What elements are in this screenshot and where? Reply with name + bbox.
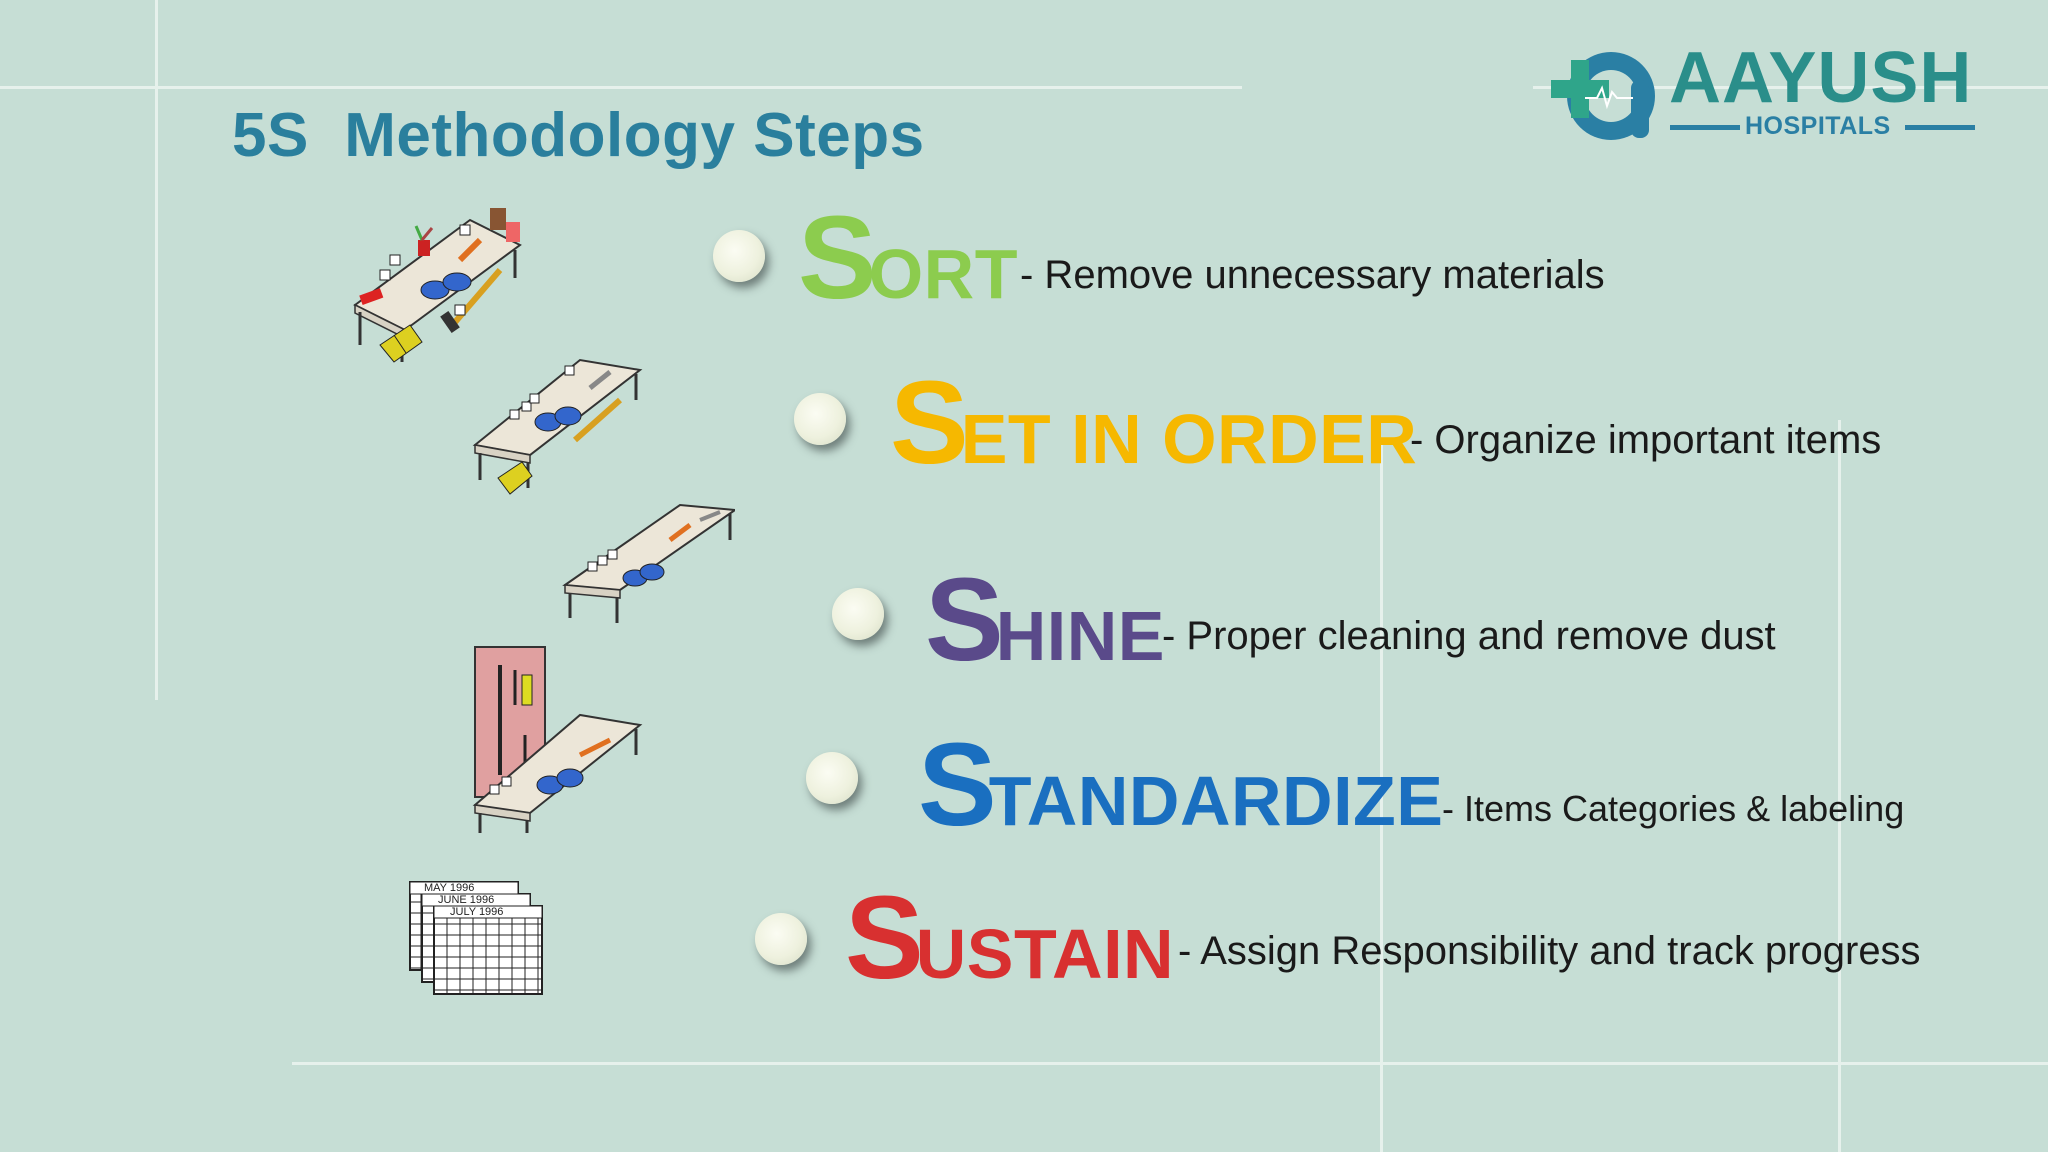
step-bullet xyxy=(832,588,884,640)
calendar-month: JULY 1996 xyxy=(450,906,504,918)
step-initial: S xyxy=(925,554,1004,686)
logo: AAYUSH HOSPITALS xyxy=(1545,40,1985,150)
tidy-workbench-icon xyxy=(472,358,643,495)
step-bullet xyxy=(755,913,807,965)
aayush-logo-icon xyxy=(1551,52,1655,140)
tool-board-workbench-icon xyxy=(472,646,643,833)
step-rest: USTAIN xyxy=(915,915,1175,993)
step-word: SET IN ORDER xyxy=(890,355,1417,491)
step-description: - Remove unnecessary materials xyxy=(1020,253,1605,297)
deco-line xyxy=(1838,420,1841,1152)
logo-sub: HOSPITALS xyxy=(1745,112,1891,140)
step-initial: S xyxy=(798,192,877,324)
step-word: STANDARDIZE xyxy=(918,717,1444,853)
deco-line xyxy=(0,86,1242,89)
calendar-stack-icon: MAY 1996 JUNE 1996 JULY 1996 xyxy=(408,880,548,1000)
step-description: - Assign Responsibility and track progre… xyxy=(1178,929,1921,973)
deco-line xyxy=(292,1062,2048,1065)
calendar-month: JUNE 1996 xyxy=(438,894,495,906)
deco-line xyxy=(155,0,158,700)
step-rest: ET IN ORDER xyxy=(960,400,1418,478)
step-description: - Organize important items xyxy=(1410,418,1882,462)
clean-workbench-icon xyxy=(562,503,735,623)
step-bullet xyxy=(713,230,765,282)
step-rest: ORT xyxy=(868,235,1018,313)
step-initial: S xyxy=(890,357,969,489)
step-word: SORT xyxy=(798,190,1018,326)
cluttered-workbench-icon xyxy=(353,208,522,363)
step-bullet xyxy=(806,752,858,804)
page-title: 5S Methodology Steps xyxy=(232,101,925,170)
step-description: - Proper cleaning and remove dust xyxy=(1162,614,1776,658)
step-description: - Items Categories & labeling xyxy=(1442,788,1905,829)
step-rest: TANDARDIZE xyxy=(988,762,1444,840)
step-word: SHINE xyxy=(925,552,1165,688)
logo-brand: AAYUSH xyxy=(1669,38,1973,118)
step-word: SUSTAIN xyxy=(845,870,1174,1006)
logo-line-right xyxy=(1905,125,1975,130)
calendar-month: MAY 1996 xyxy=(424,882,475,894)
step-bullet xyxy=(794,393,846,445)
step-initial: S xyxy=(845,872,924,1004)
deco-line xyxy=(1380,440,1383,1152)
deco-line xyxy=(1533,86,2048,89)
step-rest: HINE xyxy=(995,597,1165,675)
logo-line-left xyxy=(1670,125,1740,130)
step-initial: S xyxy=(918,719,997,851)
